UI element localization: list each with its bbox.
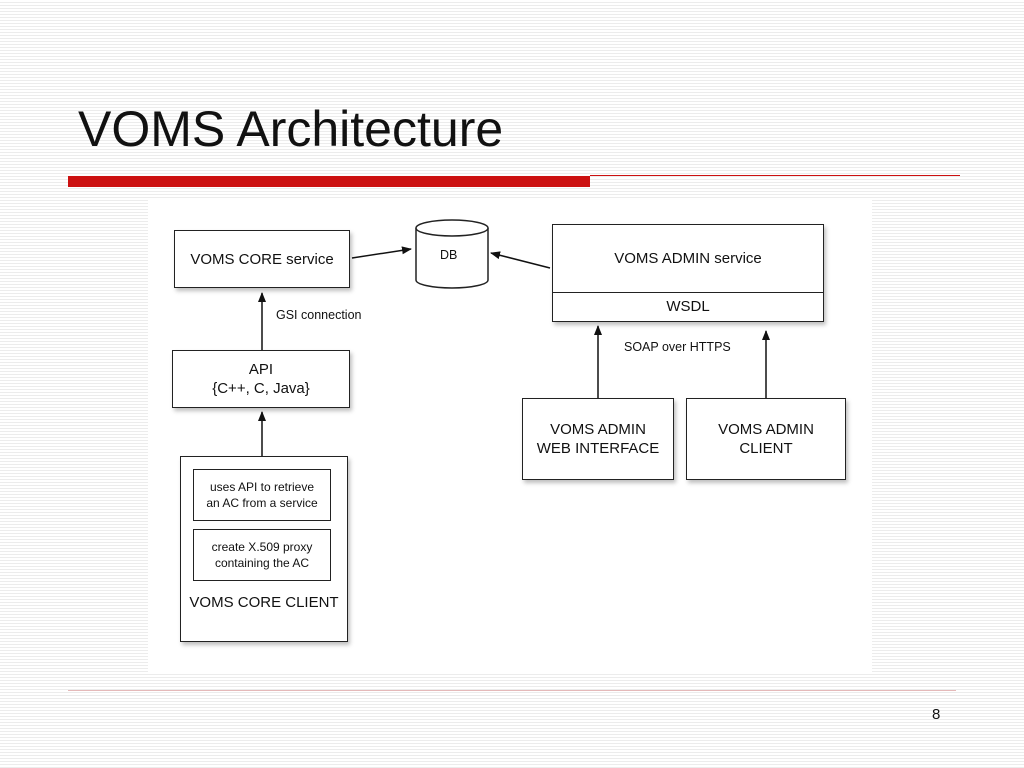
soap-over-https-label: SOAP over HTTPS [624,340,731,354]
arrow-core-to-db [351,246,412,259]
voms-admin-client: VOMS ADMIN CLIENT [686,398,846,480]
slide-title: VOMS Architecture [78,101,504,157]
arrow-admin-to-db [490,251,551,269]
api-box: API {C++, C, Java} [172,350,350,408]
page-number: 8 [932,706,941,723]
voms-admin-service: VOMS ADMIN service WSDL [552,224,824,322]
footer-rule [68,690,956,691]
db-cylinder-icon [415,219,489,289]
client-step-create-proxy: create X.509 proxy containing the AC [193,529,331,581]
client-step-retrieve-ac: uses API to retrieve an AC from a servic… [193,469,331,521]
voms-core-service: VOMS CORE service [174,230,350,288]
voms-admin-web-interface: VOMS ADMIN WEB INTERFACE [522,398,674,480]
architecture-diagram: DB VOMS CORE service VOMS ADMIN service … [148,198,872,672]
db-label: DB [440,248,458,262]
gsi-connection-label: GSI connection [276,308,362,322]
voms-core-client-label: VOMS CORE CLIENT [189,594,339,611]
voms-admin-service-label: VOMS ADMIN service [553,225,823,293]
title-underline-thin [590,175,960,176]
voms-core-client: uses API to retrieve an AC from a servic… [180,456,348,642]
wsdl-label: WSDL [666,298,710,315]
title-underline-accent [68,176,590,187]
diagram-connectors [258,219,770,468]
